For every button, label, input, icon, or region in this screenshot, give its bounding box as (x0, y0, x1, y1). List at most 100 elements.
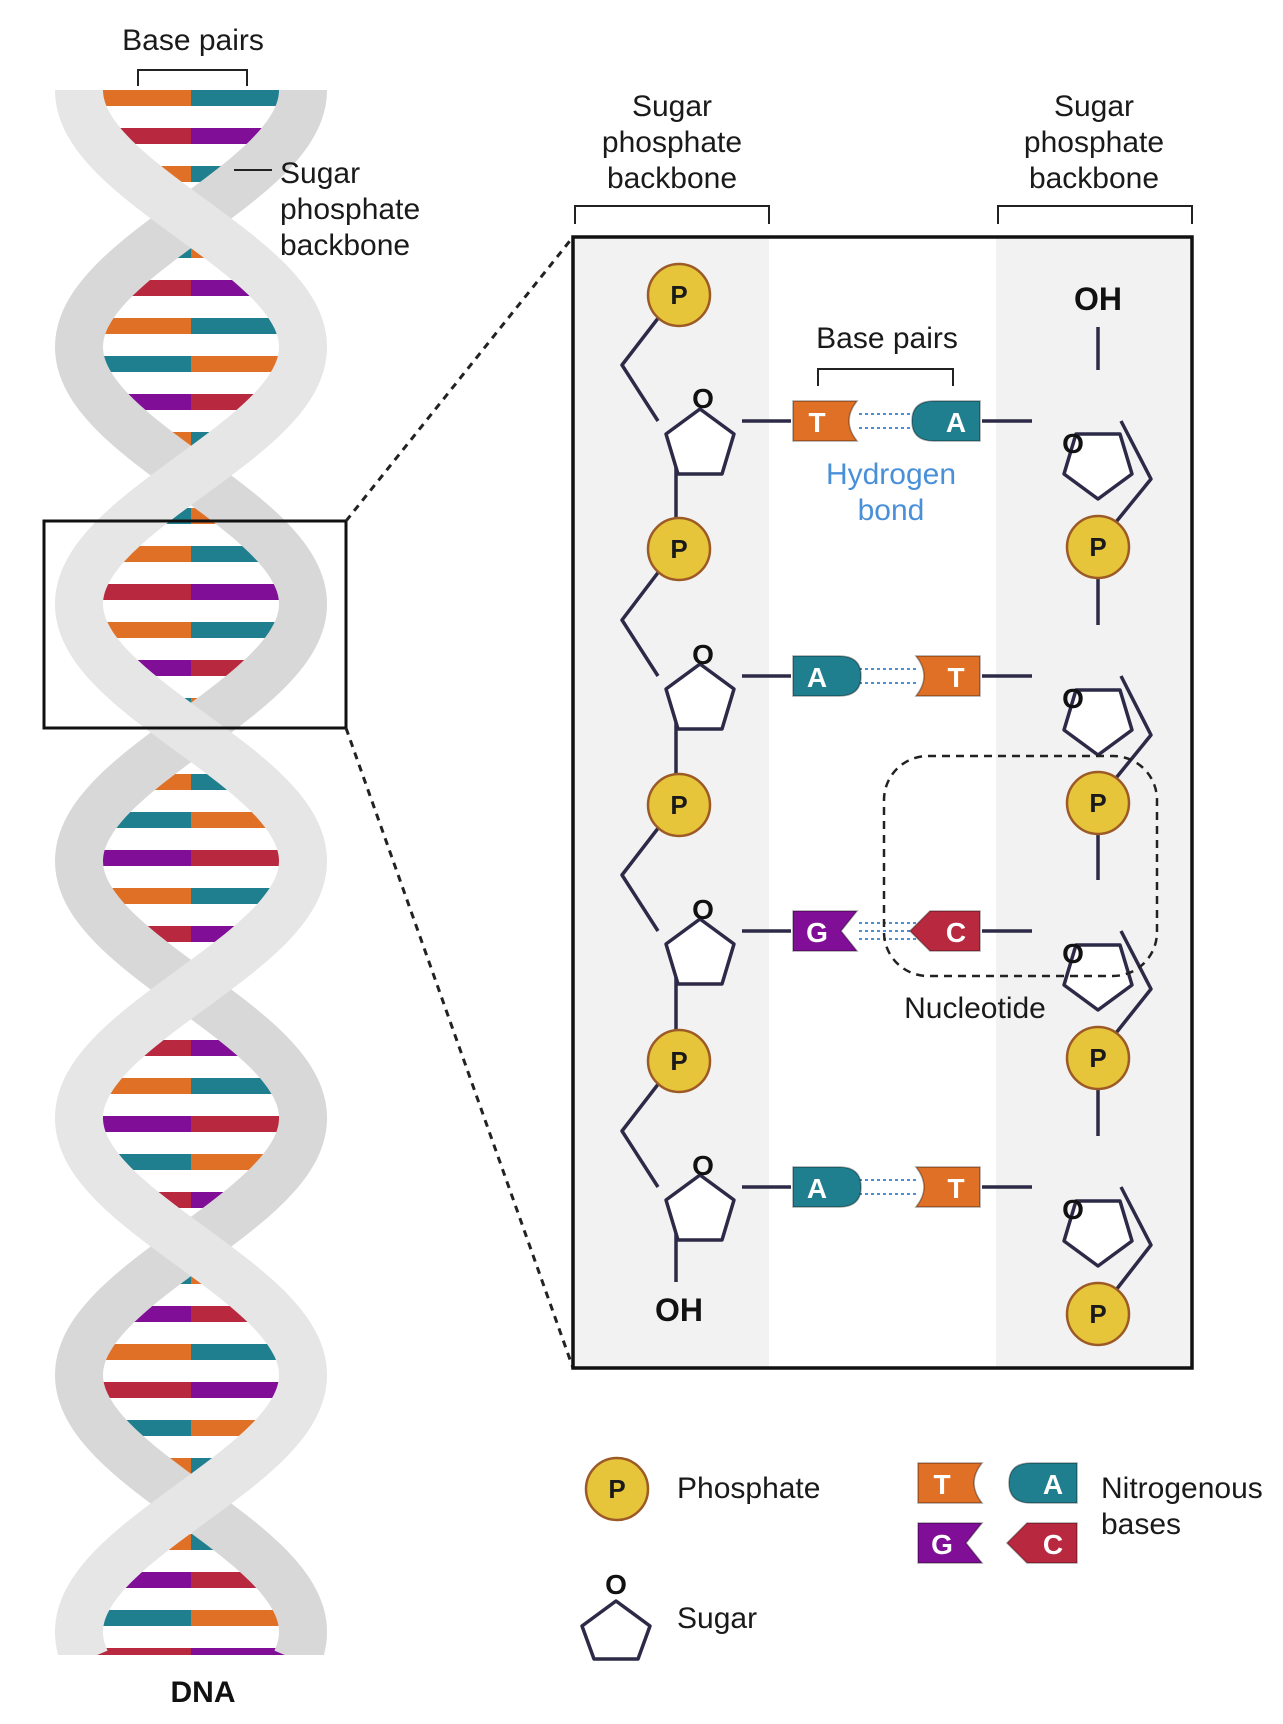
left-backbone-header: Sugar phosphate backbone (574, 90, 770, 224)
ladder-base-pairs-text: Base pairs (816, 322, 958, 355)
legend-base-a-letter: A (1043, 1469, 1063, 1500)
phosphate-icon: P (584, 1456, 650, 1522)
phosphate-letter: P (670, 1046, 687, 1076)
right-backbone-bracket (997, 205, 1193, 224)
hydrogen-bond-text-1: Hydrogen (826, 458, 956, 491)
right-backbone-text-3: backbone (1029, 162, 1159, 195)
helix-rung-half (191, 1648, 299, 1655)
dna-title: DNA (171, 1676, 236, 1709)
sugar-oxygen-label: O (1062, 428, 1084, 459)
legend-base-t-letter: T (933, 1469, 950, 1500)
helix-base-pairs-bracket (137, 69, 248, 86)
dna-double-helix (54, 90, 328, 1655)
ladder-base-g-left-shape (792, 910, 859, 952)
ladder-base-a-left-letter: A (807, 662, 827, 693)
phosphate-letter: P (1089, 788, 1106, 818)
legend-base-g: G (917, 1522, 984, 1564)
helix-backbone-text-2: phosphate (280, 193, 420, 226)
phosphate-icon: P (1065, 1281, 1131, 1347)
legend-bases-text-2: bases (1101, 1508, 1181, 1541)
helix-rung-half (79, 850, 191, 866)
helix-rung-half (79, 90, 191, 106)
zoom-connector-bottom (344, 727, 575, 1369)
phosphate-circle (1065, 770, 1131, 836)
helix-rung-half (80, 1610, 191, 1626)
phosphate-circle (1065, 1281, 1131, 1347)
legend-base-c: C (1005, 1522, 1078, 1564)
helix-rung-half (83, 1648, 191, 1655)
right-connector-4 (1114, 1186, 1153, 1292)
legend-sugar-label: Sugar (677, 1602, 757, 1635)
phosphate-circle (646, 262, 712, 328)
right-backbone-header: Sugar phosphate backbone (997, 90, 1193, 224)
left-backbone-bracket (574, 205, 770, 224)
ladder-base-t-right: T (914, 655, 981, 697)
right-connector-3 (1114, 930, 1153, 1035)
phosphate-circle (1065, 1025, 1131, 1091)
phosphate-icon: P (646, 516, 712, 582)
legend-sugar-icon (580, 1599, 652, 1661)
ladder-base-t-right-shape (914, 1166, 981, 1208)
legend-base-g-letter: G (931, 1529, 953, 1560)
nucleotide-outline (882, 754, 1159, 978)
right-backbone-text-2: phosphate (1024, 126, 1164, 159)
legend-base-g-shape (917, 1522, 984, 1564)
helix-base-pairs-label: Base pairs (122, 24, 264, 86)
sugar-oxygen-label: O (692, 639, 714, 670)
ladder-base-c-right-letter: C (946, 917, 966, 948)
phosphate-letter: P (1089, 1299, 1106, 1329)
ladder-base-a-left-letter: A (807, 1173, 827, 1204)
zoom-selection-box (42, 519, 348, 730)
right-oh-label: OH (1074, 281, 1122, 317)
phosphate-circle (584, 1456, 650, 1522)
left-backbone-text-1: Sugar (632, 90, 712, 123)
phosphate-icon: P (646, 262, 712, 328)
ladder-base-t-left: T (792, 400, 859, 442)
sugar-oxygen-label: O (692, 1150, 714, 1181)
ladder-base-t-right: T (914, 1166, 981, 1208)
ladder-base-a-left: A (792, 1166, 862, 1208)
ladder-base-a-right: A (911, 400, 981, 442)
helix-strand-back (54, 90, 328, 1655)
helix-backbone-label: Sugar phosphate backbone (234, 157, 420, 262)
legend-base-a-shape (1008, 1462, 1078, 1504)
sugar-oxygen-label: O (1062, 1194, 1084, 1225)
helix-rung-half (191, 1382, 302, 1398)
phosphate-icon: P (646, 1028, 712, 1094)
legend-base-a: A (1008, 1462, 1078, 1504)
legend-sugar-oxygen: O (605, 1569, 627, 1600)
phosphate-letter: P (670, 534, 687, 564)
helix-rung-half (80, 584, 191, 600)
left-sugars: O O O O (664, 383, 736, 1242)
sugar-oxygen-label: O (692, 894, 714, 925)
ladder-base-a-left: A (792, 655, 862, 697)
ladder-base-t-right-shape (914, 655, 981, 697)
sugar-oxygen-label: O (1062, 683, 1084, 714)
legend-base-t-shape (917, 1462, 984, 1504)
helix-base-pairs-text: Base pairs (122, 24, 264, 57)
helix-backbone-text-1: Sugar (280, 157, 360, 190)
legend-base-t: T (917, 1462, 984, 1504)
phosphate-letter: P (670, 790, 687, 820)
right-connector-1 (1114, 420, 1153, 524)
helix-rung-half (191, 1116, 303, 1132)
phosphate-letter: P (1089, 532, 1106, 562)
legend-base-c-letter: C (1043, 1529, 1063, 1560)
ladder-base-t-right-letter: T (947, 662, 964, 693)
ladder-base-a-left-shape (792, 1166, 862, 1208)
phosphate-letter: P (608, 1474, 625, 1504)
zoom-panel-frame (571, 235, 1194, 1370)
ladder-base-t-left-letter: T (808, 407, 825, 438)
ladder-base-a-right-letter: A (946, 407, 966, 438)
ladder-base-t-right-letter: T (947, 1173, 964, 1204)
helix-rung-half (191, 584, 302, 600)
helix-rung-half (79, 1116, 191, 1132)
legend-bases-text-1: Nitrogenous (1101, 1472, 1263, 1505)
ladder-base-pairs-bracket (817, 368, 954, 386)
right-connector-2 (1114, 675, 1153, 780)
right-backbone-text-1: Sugar (1054, 90, 1134, 123)
